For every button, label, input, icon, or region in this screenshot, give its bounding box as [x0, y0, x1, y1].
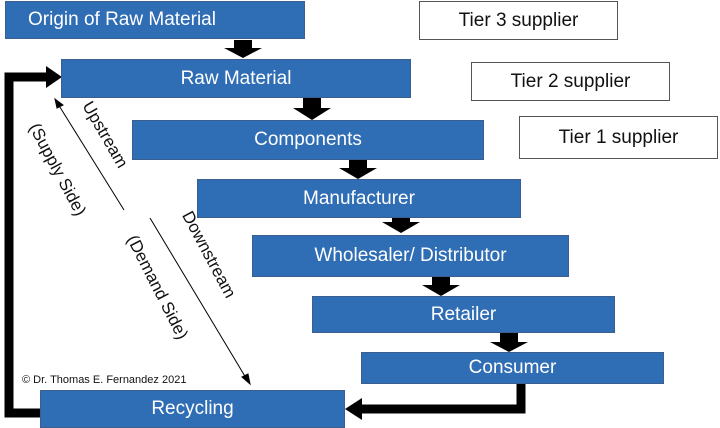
tier-2-supplier-label: Tier 2 supplier — [471, 62, 670, 101]
tier-3-supplier-label: Tier 3 supplier — [419, 1, 618, 40]
arrow-retailer-to-consumer — [490, 333, 528, 352]
tier-1-supplier-label: Tier 1 supplier — [519, 116, 718, 159]
stage-label: Retailer — [430, 303, 497, 325]
tier-label: Tier 2 supplier — [510, 70, 631, 92]
copyright-notice: © Dr. Thomas E. Fernandez 2021 — [22, 374, 187, 386]
stage-label: Consumer — [468, 357, 557, 378]
stage-consumer: Consumer — [361, 352, 664, 384]
downstream-arrow — [149, 217, 247, 379]
arrow-components-to-manufacturer — [339, 160, 377, 179]
stage-manufacturer: Manufacturer — [197, 179, 521, 218]
stage-raw-material: Raw Material — [61, 59, 411, 98]
stage-label: Manufacturer — [303, 187, 415, 209]
stage-label: Components — [254, 129, 362, 150]
stage-label: Origin of Raw Material — [28, 9, 216, 30]
stage-recycling: Recycling — [40, 390, 345, 428]
stage-retailer: Retailer — [312, 296, 615, 333]
stage-components: Components — [132, 120, 484, 160]
stage-wholesaler-distributor: Wholesaler/ Distributor — [252, 235, 569, 277]
tier-label: Tier 1 supplier — [558, 126, 679, 148]
arrow-wholesaler-to-retailer — [422, 277, 460, 296]
arrow-manufacturer-to-wholesaler — [382, 218, 420, 233]
stage-label: Recycling — [151, 398, 234, 419]
tier-label: Tier 3 supplier — [458, 9, 579, 31]
arrow-recycling-to-raw — [4, 72, 50, 418]
stage-origin-of-raw-material: Origin of Raw Material — [5, 1, 305, 39]
arrow-origin-to-raw — [224, 40, 262, 58]
arrow-consumer-to-recycling — [360, 383, 526, 414]
upstream-arrow — [57, 103, 125, 211]
arrow-raw-to-components — [293, 98, 331, 120]
stage-label: Wholesaler/ Distributor — [314, 245, 507, 266]
stage-label: Raw Material — [180, 67, 292, 89]
